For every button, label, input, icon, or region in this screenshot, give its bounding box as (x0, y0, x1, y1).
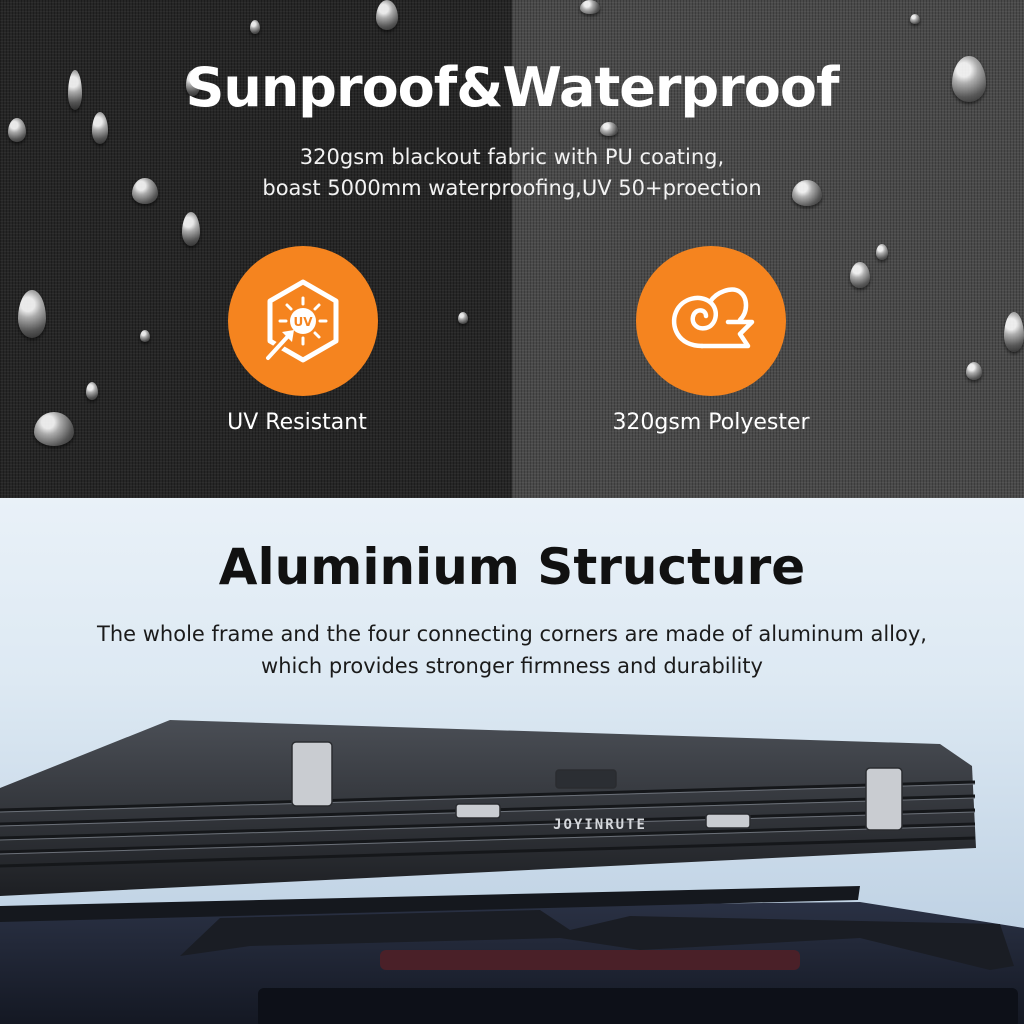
fabric-badge-label: 320gsm Polyester (612, 410, 810, 435)
waterproof-description-line1: 320gsm blackout fabric with PU coating, (299, 145, 725, 169)
water-droplet (910, 14, 920, 24)
brand-text: JOYINRUTE (553, 817, 647, 833)
water-droplet (458, 312, 468, 324)
roof-rack (0, 886, 860, 922)
waterproof-description-line2: boast 5000mm waterproofing,UV 50+proecti… (262, 176, 762, 200)
fabric-roll-icon (671, 287, 755, 349)
water-droplet (792, 180, 822, 206)
water-droplet (966, 362, 982, 380)
uv-badge-label: UV Resistant (227, 410, 367, 435)
water-droplet (8, 118, 26, 142)
water-droplet (250, 20, 260, 34)
water-droplet (376, 0, 398, 30)
aluminium-title: Aluminium Structure (218, 538, 806, 596)
fabric-badge (636, 246, 786, 396)
water-droplet (952, 56, 986, 102)
waterproof-section: Sunproof&Waterproof 320gsm blackout fabr… (0, 0, 1024, 498)
aluminium-description-line2: which provides stronger firmness and dur… (261, 654, 763, 678)
uv-shield-icon: UV (264, 279, 339, 363)
handle (705, 813, 751, 829)
latch (865, 767, 903, 831)
handle (555, 769, 617, 789)
latch (291, 741, 333, 807)
water-droplet (18, 290, 46, 338)
water-droplet (600, 122, 618, 136)
brake-light (380, 950, 800, 970)
water-droplet (140, 330, 150, 342)
water-droplet (86, 382, 98, 400)
aluminium-description: The whole frame and the four connecting … (0, 618, 1024, 682)
roof-tent-car-photo: JOYINRUTE (0, 720, 1024, 1024)
car-spoiler (180, 910, 1014, 970)
water-droplet (132, 178, 158, 204)
water-droplet (34, 412, 74, 446)
water-droplet (182, 212, 200, 246)
waterproof-title: Sunproof&Waterproof (185, 56, 840, 119)
aluminium-description-line1: The whole frame and the four connecting … (97, 622, 927, 646)
rear-window (258, 988, 1018, 1024)
handle (455, 803, 501, 819)
waterproof-description: 320gsm blackout fabric with PU coating, … (0, 142, 1024, 204)
water-droplet (580, 0, 600, 14)
water-droplet (876, 244, 888, 260)
uv-icon-text: UV (293, 315, 313, 329)
water-droplet (1004, 312, 1024, 352)
water-droplet (92, 112, 108, 144)
fabric-texture-light (512, 0, 1024, 498)
uv-badge: UV (228, 246, 378, 396)
water-droplet (850, 262, 870, 288)
water-droplet (68, 70, 82, 110)
water-droplet (186, 70, 200, 96)
aluminium-section: JOYINRUTE Aluminium Structure The whole … (0, 498, 1024, 1024)
